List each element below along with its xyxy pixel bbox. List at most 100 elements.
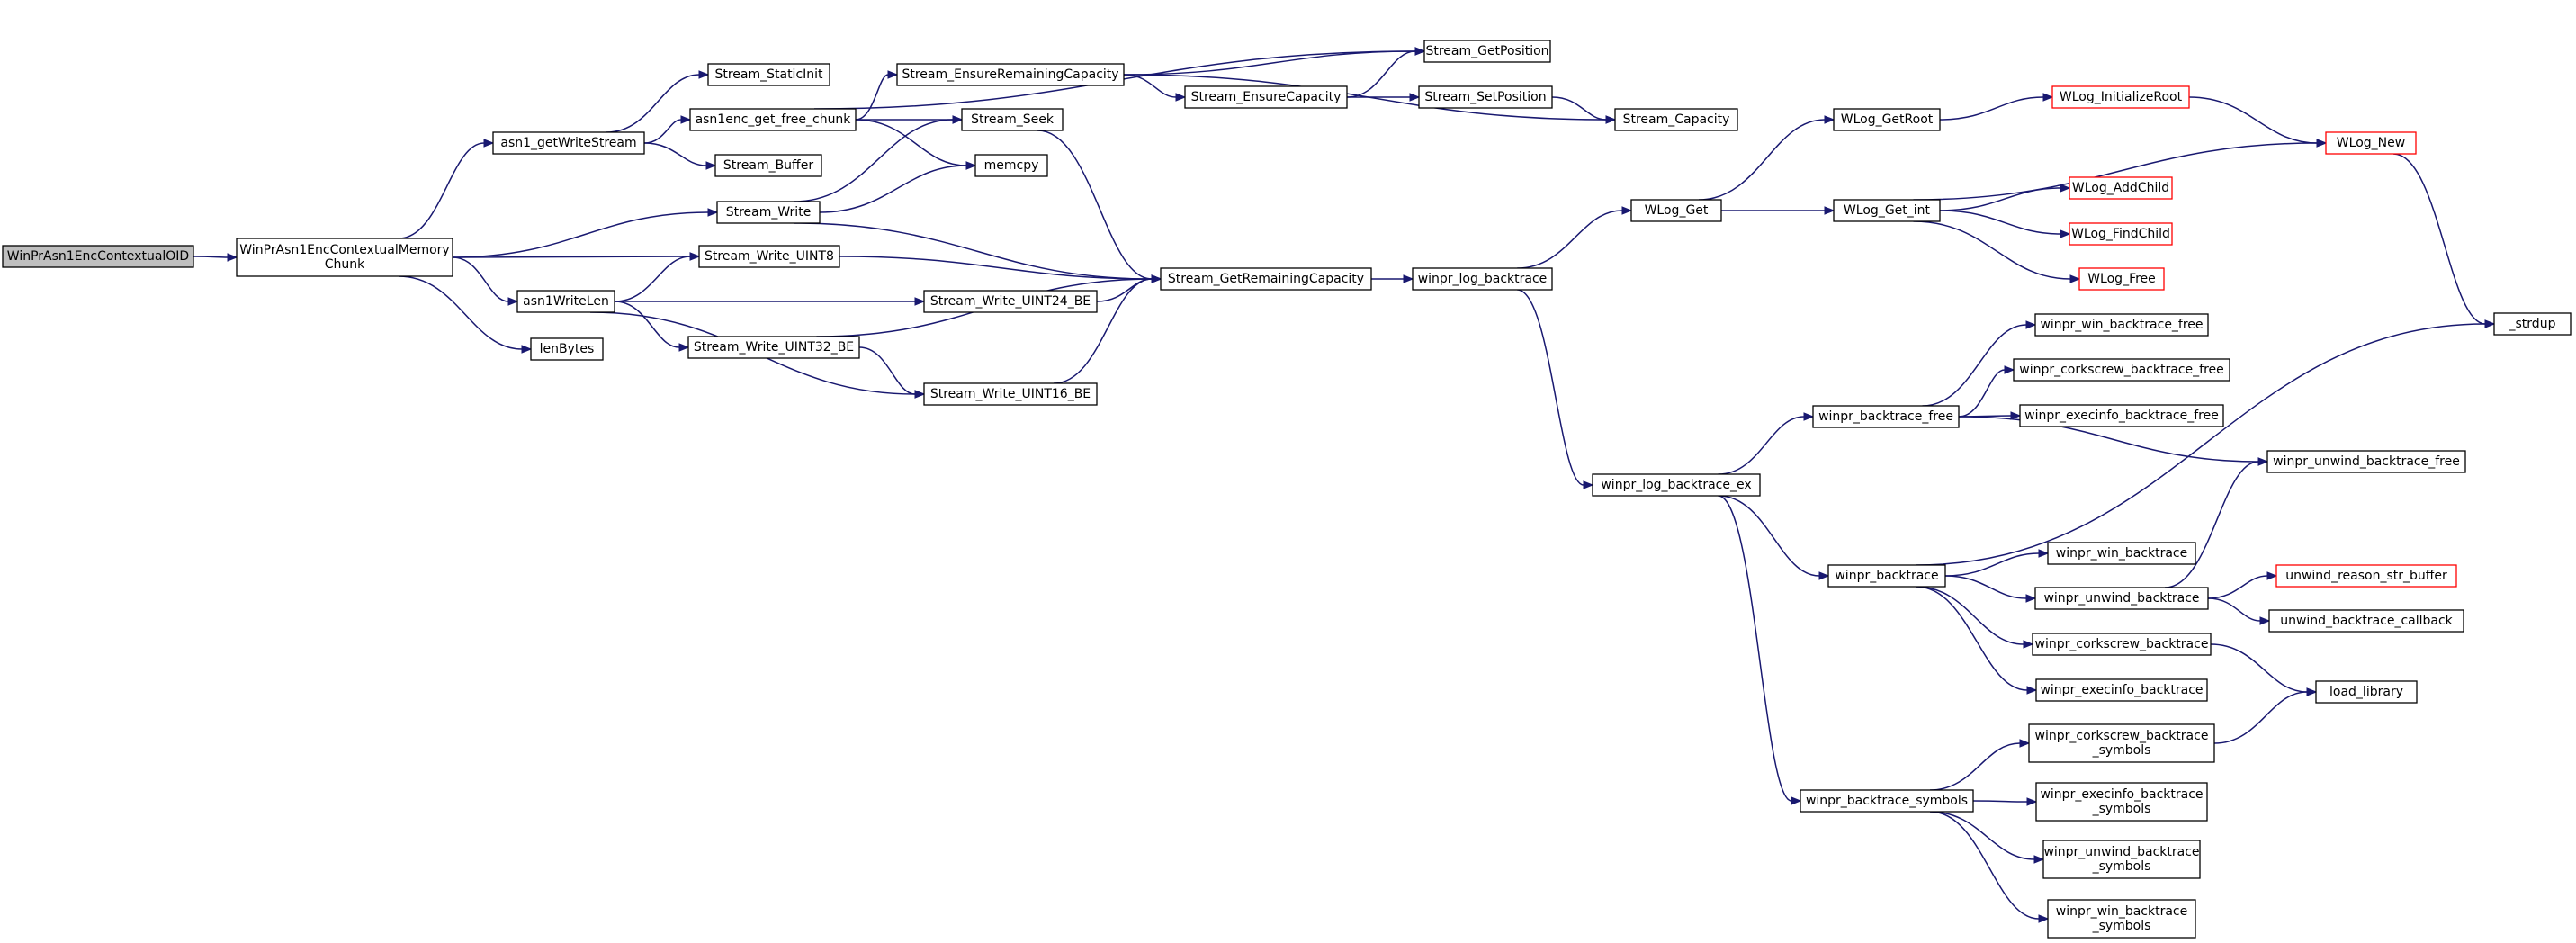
node-box: [2315, 680, 2418, 704]
node-label: winpr_unwind_backtrace: [2043, 845, 2199, 859]
edge-stream-get-remaining-capacity-to-winpr-log-backtrace: [1371, 274, 1414, 283]
node-label: winpr_backtrace_free: [1818, 409, 1953, 424]
edge-winpr-backtrace-symbols-to-winpr-corkscrew-backtrace-symbols: [1929, 739, 2031, 791]
node-asn1-write-len[interactable]: asn1WriteLen: [516, 290, 615, 313]
edge-memchunk-to-stream-write: [452, 208, 719, 258]
node-label: winpr_log_backtrace: [1418, 272, 1548, 286]
node-winpr-corkscrew-backtrace-symbols[interactable]: winpr_corkscrew_backtrace_symbols: [2028, 723, 2215, 763]
node-wlog-find-child[interactable]: WLog_FindChild: [2069, 222, 2173, 246]
edge-wlog-get-to-wlog-get-int: [1721, 206, 1836, 215]
node-label: _strdup: [2509, 317, 2556, 331]
node-stream-write-uint24-be[interactable]: Stream_Write_UINT24_BE: [923, 290, 1098, 313]
node-winpr-log-backtrace-ex[interactable]: winpr_log_backtrace_ex: [1592, 473, 1761, 497]
node-label: WLog_FindChild: [2071, 227, 2170, 241]
edge-winpr-backtrace-to-winpr-win-backtrace: [1944, 549, 2050, 577]
node-winpr-backtrace-free[interactable]: winpr_backtrace_free: [1812, 405, 1960, 428]
node-winpr-corkscrew-backtrace[interactable]: winpr_corkscrew_backtrace: [2032, 633, 2212, 656]
node-winpr-unwind-backtrace[interactable]: winpr_unwind_backtrace: [2034, 587, 2209, 610]
node-unwind-backtrace-callback[interactable]: unwind_backtrace_callback: [2268, 609, 2464, 633]
node-label: winpr_log_backtrace_ex: [1601, 478, 1751, 492]
node-box: [707, 63, 830, 86]
edge-wlog-new-to--strdup: [2392, 153, 2496, 328]
node-stream-write[interactable]: Stream_Write: [716, 201, 821, 224]
node-winpr-win-backtrace-free[interactable]: winpr_win_backtrace_free: [2034, 313, 2209, 337]
node-box: [2047, 899, 2196, 939]
node-label: WLog_Get_int: [1844, 203, 1931, 218]
node-box: [896, 63, 1125, 86]
node-len-bytes[interactable]: lenBytes: [530, 337, 604, 361]
node-unwind-reason-str-buffer[interactable]: unwind_reason_str_buffer: [2275, 564, 2457, 588]
node-box: [530, 337, 604, 361]
edge-stream-write-to-stream-get-remaining-capacity: [794, 222, 1162, 283]
node-stream-get-position[interactable]: Stream_GetPosition: [1423, 40, 1551, 63]
edge-winpr-backtrace-symbols-to-winpr-execinfo-backtrace-symbols: [1972, 797, 2038, 806]
node-box: [2325, 131, 2417, 155]
node-asn1-get-write-stream[interactable]: asn1_getWriteStream: [492, 131, 645, 155]
node-box: [1630, 199, 1722, 222]
node-box: [516, 290, 615, 313]
node-winpr-win-backtrace[interactable]: winpr_win_backtrace: [2047, 542, 2196, 565]
node-box: [2042, 840, 2201, 879]
node-wlog-get-root[interactable]: WLog_GetRoot: [1833, 108, 1941, 131]
node-winpr-log-backtrace[interactable]: winpr_log_backtrace: [1412, 267, 1553, 291]
node-asn1enc-get-free-chunk[interactable]: asn1enc_get_free_chunk: [689, 108, 857, 131]
node-winpr-corkscrew-backtrace-free[interactable]: winpr_corkscrew_backtrace_free: [2013, 358, 2230, 382]
node-stream-capacity[interactable]: Stream_Capacity: [1614, 108, 1738, 131]
node-label: Stream_Write: [726, 205, 812, 220]
node-stream-set-position[interactable]: Stream_SetPosition: [1418, 85, 1553, 109]
node-box: [689, 108, 857, 131]
node-label: WLog_InitializeRoot: [2060, 90, 2183, 104]
node-wlog-new[interactable]: WLog_New: [2325, 131, 2417, 155]
edge-stream-write-uint16-be-to-stream-get-remaining-capacity: [1053, 274, 1162, 384]
node-winpr-backtrace[interactable]: winpr_backtrace: [1827, 564, 1946, 588]
node-winpr-execinfo-backtrace[interactable]: winpr_execinfo_backtrace: [2035, 678, 2208, 702]
node-label: winpr_corkscrew_backtrace: [2035, 637, 2209, 651]
node-stream-write-uint32-be[interactable]: Stream_Write_UINT32_BE: [687, 336, 860, 359]
node-stream-seek[interactable]: Stream_Seek: [961, 108, 1064, 131]
node-wlog-add-child[interactable]: WLog_AddChild: [2069, 176, 2173, 200]
node-box: [974, 154, 1048, 177]
node-label: unwind_backtrace_callback: [2280, 614, 2453, 628]
node-root[interactable]: WinPrAsn1EncContextualOID: [2, 245, 194, 268]
node-stream-static-init[interactable]: Stream_StaticInit: [707, 63, 830, 86]
node-label: Chunk: [325, 257, 365, 272]
node-box: [2275, 564, 2457, 588]
node-winpr-execinfo-backtrace-free[interactable]: winpr_execinfo_backtrace_free: [2019, 404, 2224, 427]
node-stream-ensure-remaining-capacity[interactable]: Stream_EnsureRemainingCapacity: [896, 63, 1125, 86]
node-box: [2, 245, 194, 268]
node-label: lenBytes: [540, 342, 595, 356]
node-wlog-get-int[interactable]: WLog_Get_int: [1833, 199, 1941, 222]
node-wlog-free[interactable]: WLog_Free: [2078, 267, 2165, 291]
node-label: asn1WriteLen: [523, 294, 609, 309]
edge-winpr-backtrace-symbols-to-winpr-win-backtrace-symbols: [1929, 811, 2050, 923]
node-stream-buffer[interactable]: Stream_Buffer: [714, 154, 822, 177]
node-winpr-unwind-backtrace-free[interactable]: winpr_unwind_backtrace_free: [2266, 450, 2466, 473]
node-label: WinPrAsn1EncContextualOID: [7, 249, 189, 264]
node-winpr-win-backtrace-symbols[interactable]: winpr_win_backtrace_symbols: [2047, 899, 2196, 939]
edge-stream-seek-to-stream-get-remaining-capacity: [1037, 130, 1162, 283]
edge-winpr-backtrace-to-winpr-unwind-backtrace: [1944, 575, 2037, 603]
node-load-library[interactable]: load_library: [2315, 680, 2418, 704]
node-winpr-backtrace-symbols[interactable]: winpr_backtrace_symbols: [1800, 789, 1974, 813]
edge-winpr-log-backtrace-to-winpr-log-backtrace-ex: [1517, 289, 1594, 489]
node-winpr-unwind-backtrace-symbols[interactable]: winpr_unwind_backtrace_symbols: [2042, 840, 2201, 879]
node--strdup[interactable]: _strdup: [2493, 312, 2572, 336]
edge-stream-write-uint32-be-to-stream-write-uint16-be: [858, 346, 926, 399]
function-nodes: WinPrAsn1EncContextualOID WinPrAsn1EncCon…: [2, 40, 2572, 939]
node-stream-write-uint8[interactable]: Stream_Write_UINT8: [698, 245, 840, 268]
node-box: [2032, 633, 2212, 656]
node-label: winpr_win_backtrace: [2056, 904, 2187, 919]
edge-winpr-corkscrew-backtrace-to-load-library: [2210, 643, 2318, 696]
node-box: [1592, 473, 1761, 497]
node-stream-write-uint16-be[interactable]: Stream_Write_UINT16_BE: [923, 382, 1098, 406]
node-wlog-initialize-root[interactable]: WLog_InitializeRoot: [2051, 85, 2190, 109]
node-box: [2493, 312, 2572, 336]
node-label: Stream_SetPosition: [1424, 90, 1546, 104]
node-stream-ensure-capacity[interactable]: Stream_EnsureCapacity: [1184, 85, 1348, 109]
node-stream-get-remaining-capacity[interactable]: Stream_GetRemainingCapacity: [1160, 267, 1372, 291]
node-winpr-execinfo-backtrace-symbols[interactable]: winpr_execinfo_backtrace_symbols: [2035, 782, 2208, 822]
node-wlog-get[interactable]: WLog_Get: [1630, 199, 1722, 222]
node-memcpy[interactable]: memcpy: [974, 154, 1048, 177]
